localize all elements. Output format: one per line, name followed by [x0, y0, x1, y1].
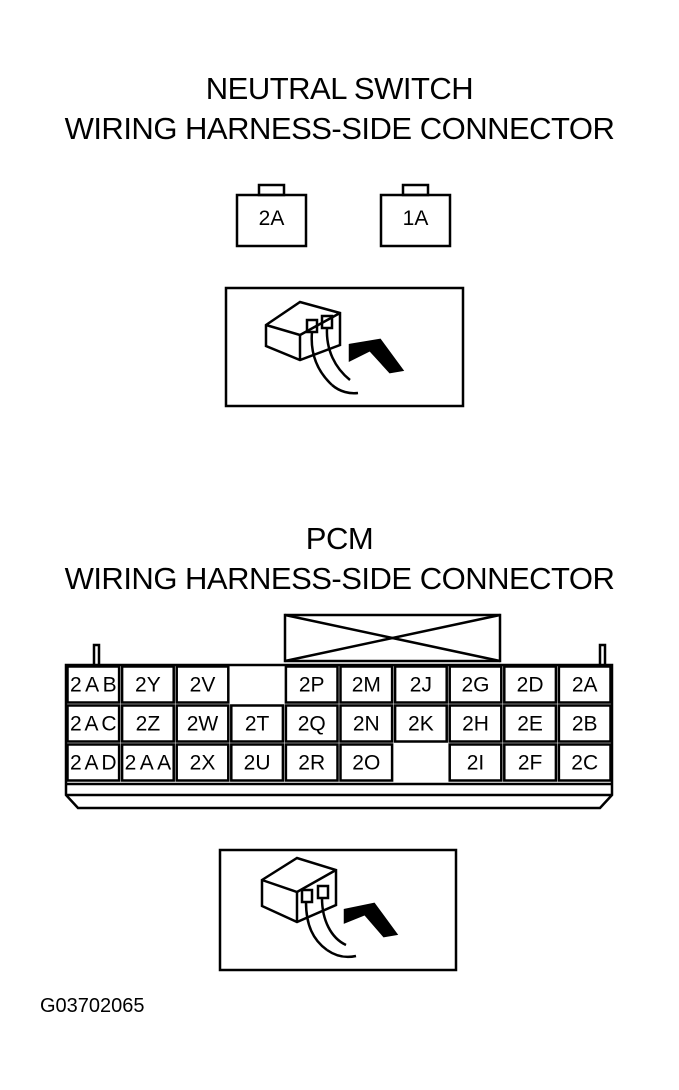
neutral-pin-2a-label: 2A — [258, 207, 285, 230]
pcm-pin-cell — [284, 665, 339, 704]
pcm-pin-cell — [284, 743, 339, 782]
pcm-pin-cell — [448, 743, 503, 782]
pcm-pin-label: 2G — [461, 674, 489, 697]
pcm-pin-cell — [448, 704, 503, 743]
neutral-pin-1a — [379, 183, 452, 248]
pcm-pin-label: 2M — [352, 674, 381, 697]
pcm-pin-label: 2P — [299, 674, 325, 697]
pcm-pin-cell — [66, 665, 121, 704]
pcm-pin-cell — [503, 665, 558, 704]
pcm-pin-cell — [339, 704, 394, 743]
pcm-pin-cell — [120, 704, 175, 743]
pcm-pin-cell — [448, 665, 503, 704]
pcm-pin-cell — [393, 665, 448, 704]
pcm-pin-label: 2B — [572, 713, 598, 736]
pcm-pin-cell — [393, 704, 448, 743]
pcm-pin-grid: 2AB 2Y 2V 2P 2M 2J 2G 2D 2A 2AC 2Z 2W 2T 2Q 2N 2K 2H 2E 2B… — [66, 665, 612, 782]
pcm-pin-cell — [120, 743, 175, 782]
pcm-pin-label: 2X — [190, 752, 216, 775]
pcm-pin-cell — [557, 704, 612, 743]
pcm-pin-label: 2R — [298, 752, 325, 775]
pcm-pin-label: 2AA — [125, 752, 172, 775]
pcm-pin-cell — [557, 743, 612, 782]
pcm-pin-cell — [503, 743, 558, 782]
pcm-pin-label: 2I — [467, 752, 485, 775]
figure-code: G03702065 — [40, 995, 145, 1017]
pcm-pin-cell — [175, 704, 230, 743]
pcm-pin-label: 2T — [245, 713, 270, 736]
pcm-pin-label: 2Z — [136, 713, 161, 736]
pcm-pin-label: 2C — [571, 752, 598, 775]
pcm-pin-cell — [175, 665, 230, 704]
pcm-pin-cell — [66, 704, 121, 743]
pcm-pin-cell — [557, 665, 612, 704]
pcm-pin-label: 2V — [190, 674, 216, 697]
pcm-title: PCM — [305, 521, 374, 556]
neutral-connector-illustration — [224, 286, 465, 408]
pcm-pin-cell — [339, 743, 394, 782]
pcm-pin-label: 2AB — [70, 674, 117, 697]
pcm-pin-cell — [284, 704, 339, 743]
pcm-pin-label: 2AC — [70, 713, 117, 736]
pcm-pin-label: 2A — [572, 674, 598, 697]
pcm-pin-label: 2F — [518, 752, 543, 775]
pcm-connector-outline — [64, 613, 614, 810]
pcm-pin-cell — [230, 704, 285, 743]
pcm-pin-label: 2J — [410, 674, 432, 697]
pcm-pin-label: 2W — [187, 713, 219, 736]
pcm-pin-cell — [503, 704, 558, 743]
pcm-subtitle: WIRING HARNESS-SIDE CONNECTOR — [64, 561, 615, 596]
pcm-pin-label: 2Q — [298, 713, 326, 736]
neutral-pin-1a-label: 1A — [402, 207, 429, 230]
pcm-pin-label: 2O — [352, 752, 380, 775]
pcm-pin-label: 2U — [244, 752, 271, 775]
pcm-pin-label: 2E — [517, 713, 543, 736]
pcm-pin-cell — [66, 743, 121, 782]
pcm-pin-label: 2AD — [70, 752, 117, 775]
pcm-pin-label: 2D — [517, 674, 544, 697]
neutral-switch-title: NEUTRAL SWITCH — [205, 71, 474, 106]
pcm-connector-illustration — [218, 848, 458, 972]
pcm-pin-cell — [339, 665, 394, 704]
pcm-pin-label: 2K — [408, 713, 434, 736]
pcm-pin-cell — [230, 743, 285, 782]
neutral-switch-subtitle: WIRING HARNESS-SIDE CONNECTOR — [64, 111, 615, 146]
pcm-pin-label: 2N — [353, 713, 380, 736]
pcm-pin-cell — [175, 743, 230, 782]
pcm-pin-label: 2H — [462, 713, 489, 736]
pcm-pin-label: 2Y — [135, 674, 161, 697]
neutral-pin-2a — [235, 183, 308, 248]
pcm-pin-cell — [120, 665, 175, 704]
